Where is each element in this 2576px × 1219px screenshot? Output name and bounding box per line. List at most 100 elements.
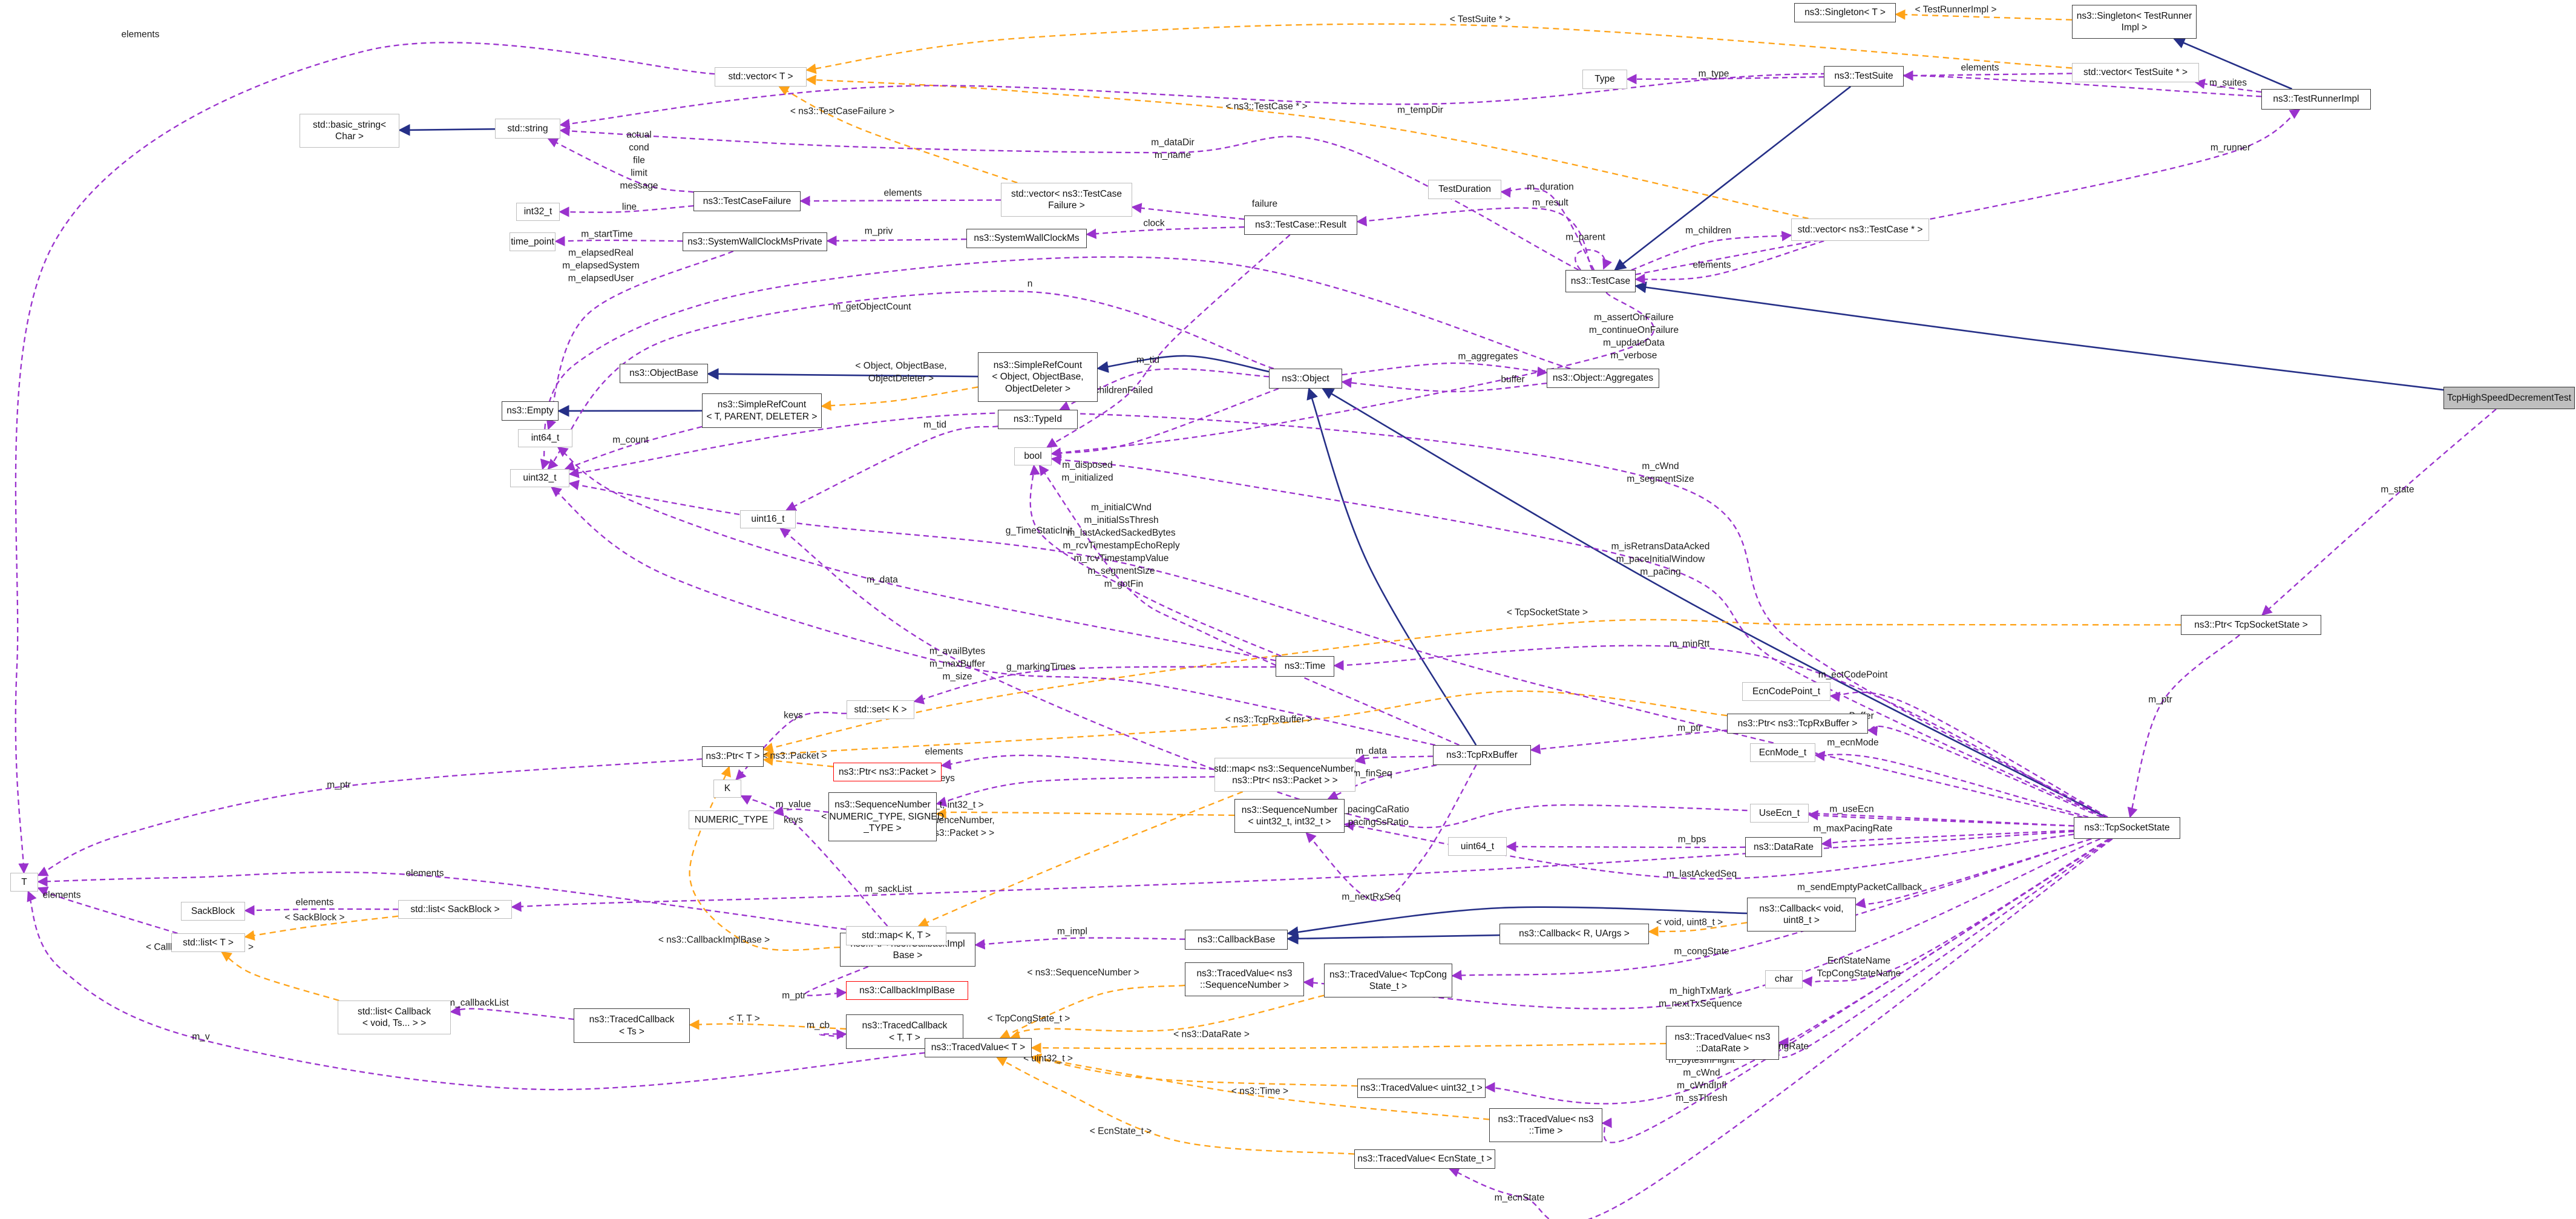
class-node-label: ns3::Singleton< TestRunner [2076,10,2192,21]
class-node-tracedvalue_time[interactable]: ns3::TracedValue< ns3::Time > [1489,1108,1602,1142]
class-node-ptr_tcpsocketstate[interactable]: ns3::Ptr< TcpSocketState > [2181,615,2321,635]
class-node-useecn[interactable]: UseEcn_t [1750,804,1809,823]
class-node-callbackbase[interactable]: ns3::CallbackBase [1185,930,1288,950]
edge-label: m_pacingCaRatio m_pacingSsRatio [1334,804,1409,827]
class-node-label: std::vector< ns3::TestCase * > [1797,224,1923,235]
class-node-ptr_T[interactable]: ns3::Ptr< T > [702,746,764,767]
class-node-testcasefailure[interactable]: ns3::TestCaseFailure [693,191,801,211]
edge-tcpsocketstate-to-useecn [1807,810,2074,827]
class-node-singleton_T[interactable]: ns3::Singleton< T > [1794,3,1896,22]
class-node-bool[interactable]: bool [1014,447,1052,465]
edge-tcprxbuffer-to-object [1306,387,1477,746]
class-node-int64[interactable]: int64_t [518,429,572,447]
class-node-basic_string[interactable]: std::basic_string<Char > [300,114,399,148]
class-node-type[interactable]: Type [1582,70,1627,89]
class-node-ptr_tcprxbuffer[interactable]: ns3::Ptr< ns3::TcpRxBuffer > [1727,714,1868,734]
class-node-seqnum_uint32[interactable]: ns3::SequenceNumber< uint32_t, int32_t > [1234,799,1345,833]
class-node-src_T[interactable]: ns3::SimpleRefCount< T, PARENT, DELETER … [702,393,822,428]
class-node-set_K[interactable]: std::set< K > [847,700,914,719]
class-node-time_point[interactable]: time_point [510,232,556,251]
class-node-callback_void_uint8[interactable]: ns3::Callback< void,uint8_t > [1747,898,1856,932]
class-node-src_object[interactable]: ns3::SimpleRefCount< Object, ObjectBase,… [978,352,1098,402]
class-node-numeric_type[interactable]: NUMERIC_TYPE [689,810,774,829]
edge-label: m_startTime [581,229,633,240]
class-node-label: std::vector< T > [728,71,793,82]
class-node-tracedvalue_uint32[interactable]: ns3::TracedValue< uint32_t > [1357,1079,1486,1098]
class-node-label: ns3::TracedValue< ns3 [1196,968,1293,979]
class-node-char[interactable]: char [1765,970,1803,988]
class-node-tracedvalue_seqnum[interactable]: ns3::TracedValue< ns3::SequenceNumber > [1185,962,1304,996]
class-node-map_KT[interactable]: std::map< K, T > [846,926,946,945]
edge-syswcmspriv-to-int64 [546,250,734,430]
class-node-label: ns3::TracedValue< uint32_t > [1360,1083,1483,1094]
class-node-tracedvalue_datarate[interactable]: ns3::TracedValue< ns3::DataRate > [1666,1026,1779,1060]
class-node-vector_T[interactable]: std::vector< T > [715,67,807,87]
class-node-testcase[interactable]: ns3::TestCase [1565,270,1636,292]
class-node-sackblock[interactable]: SackBlock [181,902,245,921]
class-node-time[interactable]: ns3::Time [1276,656,1334,677]
edge-object-to-bool [1050,387,1279,458]
class-node-T[interactable]: T [10,873,38,892]
edge-object-to-uint32 [547,290,1274,470]
class-node-testsuite[interactable]: ns3::TestSuite [1824,66,1904,87]
class-node-label: ns3::TracedValue< ns3 [1498,1114,1594,1125]
class-node-tracedvalue_T[interactable]: ns3::TracedValue< T > [925,1038,1032,1057]
class-node-testduration[interactable]: TestDuration [1428,180,1501,199]
class-node-ecnmode[interactable]: EcnMode_t [1750,743,1815,762]
class-node-map_seq_packet[interactable]: std::map< ns3::SequenceNumber,ns3::Ptr< … [1214,758,1356,792]
edge-label: m_useEcn [1829,804,1874,815]
class-node-label: std::vector< ns3::TestCase [1011,188,1122,199]
class-node-tracedcallback_TT[interactable]: ns3::TracedCallback< T, T > [846,1014,963,1049]
class-node-ecncodepoint[interactable]: EcnCodePoint_t [1742,682,1830,701]
class-node-uint16[interactable]: uint16_t [740,510,796,528]
class-node-datarate[interactable]: ns3::DataRate [1745,837,1822,857]
class-node-tcpsocketstate[interactable]: ns3::TcpSocketState [2074,817,2180,839]
class-node-list_sackblock[interactable]: std::list< SackBlock > [398,900,512,919]
class-node-object[interactable]: ns3::Object [1269,369,1342,389]
class-node-string[interactable]: std::string [495,119,560,139]
edge-string-to-basic_string [398,124,496,136]
edge-tcprxbuffer-to-bool [1038,464,1460,746]
edge-vector_testsuite-to-testsuite [1903,70,2073,81]
edge-map_seq_packet-to-seqnum_generic [936,776,1215,807]
class-node-list_callback[interactable]: std::list< Callback< void, Ts... > > [338,1000,451,1034]
edge-label: m_initialCWnd m_initialSsThresh m_lastAc… [1063,502,1180,576]
class-node-callback_R[interactable]: ns3::Callback< R, UArgs > [1499,924,1649,944]
edge-testsuite-to-testcase [1614,85,1851,271]
class-node-vector_testsuite[interactable]: std::vector< TestSuite * > [2072,63,2199,82]
class-node-label: ns3::TracedValue< ns3 [1674,1031,1771,1042]
class-node-callbackimplbase[interactable]: ns3::CallbackImplBase [846,981,968,1000]
class-node-typeid[interactable]: ns3::TypeId [998,410,1078,429]
class-node-int32[interactable]: int32_t [516,203,560,221]
edge-label: m_v [192,1031,210,1042]
class-node-K[interactable]: K [713,780,741,798]
class-node-ptr_packet[interactable]: ns3::Ptr< ns3::Packet > [833,763,942,781]
edge-tracedvalue_ecnstate-to-tracedvalue_T [995,1056,1355,1155]
class-node-tracedvalue_ecnstate[interactable]: ns3::TracedValue< EcnState_t > [1354,1149,1495,1169]
class-node-tracedcallback_Ts[interactable]: ns3::TracedCallback< Ts > [574,1008,690,1043]
class-node-label: std::map< K, T > [861,930,931,941]
class-node-syswcms[interactable]: ns3::SystemWallClockMs [966,229,1087,248]
class-node-tcprxbuffer[interactable]: ns3::TcpRxBuffer [1433,745,1531,765]
class-node-uint64[interactable]: uint64_t [1448,837,1507,856]
class-node-objectbase[interactable]: ns3::ObjectBase [620,364,708,383]
class-node-aggregates[interactable]: ns3::Object::Aggregates [1547,369,1659,388]
class-node-syswcmspriv[interactable]: ns3::SystemWallClockMsPrivate [683,232,827,251]
class-node-vector_testcase[interactable]: std::vector< ns3::TestCase * > [1791,218,1929,241]
class-node-uint32[interactable]: uint32_t [510,469,569,487]
class-node-seqnum_generic[interactable]: ns3::SequenceNumber< NUMERIC_TYPE, SIGNE… [821,792,944,841]
class-node-testrunnerimpl[interactable]: ns3::TestRunnerImpl [2261,89,2371,110]
edge-label: m_ecnState [1494,1192,1545,1203]
class-node-empty[interactable]: ns3::Empty [502,401,559,421]
class-node-label: ns3::TestCaseFailure [703,196,791,206]
class-node-testcase_result[interactable]: ns3::TestCase::Result [1244,215,1357,235]
edge-label: elements [121,29,160,40]
class-node-label: ::SequenceNumber > [1200,980,1289,990]
class-node-list_T[interactable]: std::list< T > [171,933,245,952]
class-node-tcphighspeed[interactable]: TcpHighSpeedDecrementTest [2443,387,2575,409]
class-node-label: ns3::TracedValue< T > [931,1042,1026,1053]
edge-label: < TcpSocketState > [1506,607,1588,618]
